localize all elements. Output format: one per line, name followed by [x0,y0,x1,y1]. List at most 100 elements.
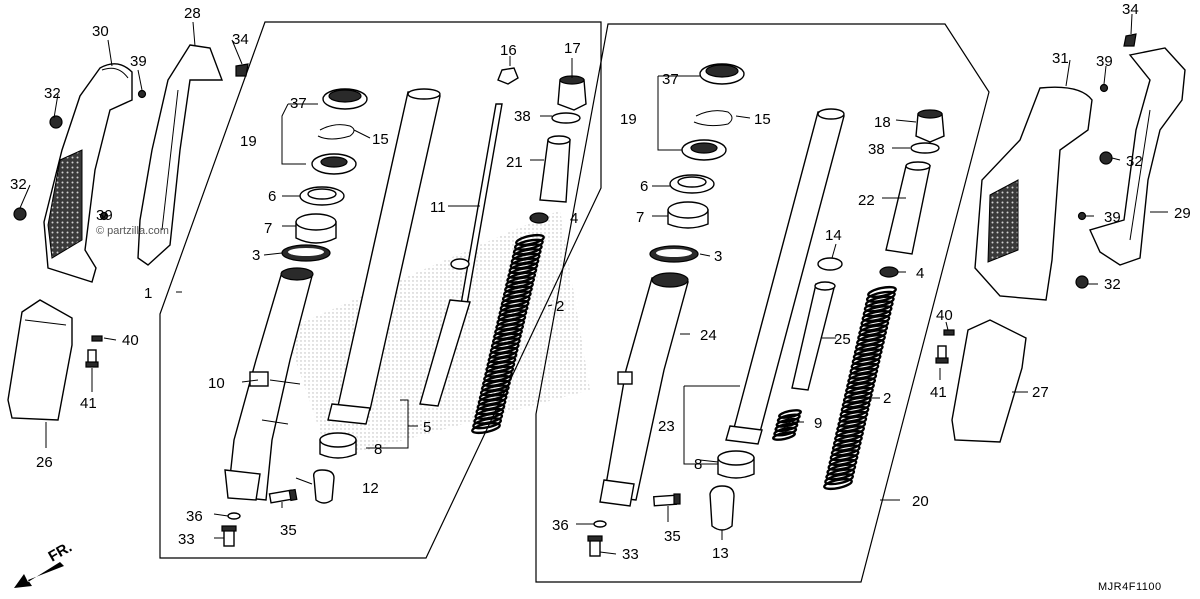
callout-39: 39 [96,207,113,224]
callout-12: 12 [362,480,379,497]
spring-coil [772,431,796,441]
callout-22: 22 [858,192,875,209]
part-18 [915,109,945,143]
part-38-right [910,142,940,154]
clip-34-right [1123,33,1137,47]
spring-9 [772,409,802,441]
callout-24: 24 [700,327,717,344]
callout-6: 6 [640,178,648,195]
callout-39: 39 [1104,209,1121,226]
callout-labels: 1 2 2 3 3 4 4 5 6 6 7 7 8 8 9 10 11 12 1… [10,1,1191,563]
callout-27: 27 [1032,384,1049,401]
callout-40: 40 [122,332,139,349]
spring-coil [776,413,801,424]
callout-15: 15 [754,111,771,128]
fork-guard-27 [951,319,1027,443]
callout-21: 21 [506,154,523,171]
callout-13: 13 [712,545,729,562]
fork-slider-left [224,267,314,501]
fork-cover-30 [43,63,133,283]
part-4-right [879,266,899,278]
part-19-seal-left [311,153,357,175]
callout-32: 32 [10,176,27,193]
spring-2-right [823,285,897,491]
callout-19: 19 [620,111,637,128]
callout-6: 6 [268,188,276,205]
front-marker: FR. [46,539,75,566]
part-14 [817,257,843,271]
part-17 [557,75,587,111]
callout-2: 2 [883,390,891,407]
fork-cover-28 [137,44,224,266]
callout-10: 10 [208,375,225,392]
callout-35: 35 [664,528,681,545]
callout-36: 36 [186,508,203,525]
screw-39-c [1099,83,1109,93]
callout-39: 39 [1096,53,1113,70]
damper-rod-25 [791,281,836,391]
callout-23: 23 [658,418,675,435]
callout-37: 37 [290,95,307,112]
callout-33: 33 [622,546,639,563]
part-3-left [281,244,331,262]
part-6-left [299,186,345,206]
callout-29: 29 [1174,205,1191,222]
screw-39-a [137,89,147,99]
part-12-left [312,469,335,504]
clip-34-left [235,63,249,77]
spring-coil [823,477,853,491]
screw-41-left [85,349,99,368]
part-21 [539,135,571,203]
callout-11: 11 [430,199,446,216]
callout-3: 3 [252,247,260,264]
callout-14: 14 [825,227,842,244]
callout-3: 3 [714,248,722,265]
spring-coil [773,426,798,437]
bolt-32-d [1075,275,1089,289]
part-19-seal-right [681,139,727,161]
bolt-32-a [49,115,63,129]
spring-coil [471,421,501,435]
callout-8: 8 [694,456,702,473]
clip-40-right [943,329,955,336]
callout-4: 4 [570,210,578,227]
callout-18: 18 [874,114,891,131]
part-7-left [295,213,337,244]
shading-left [285,210,590,460]
callout-34: 34 [232,31,249,48]
part-35-left [268,488,298,504]
front-direction-arrow: FR. [14,539,75,588]
fork-tube-left [327,88,441,425]
part-35-right [653,493,681,507]
fork-slider-right [599,272,689,507]
callout-8: 8 [374,441,382,458]
clip-40-left [91,335,103,342]
part-36-left [227,512,241,520]
leader-lines [19,13,1168,555]
callout-32: 32 [1126,153,1143,170]
callout-39: 39 [130,53,147,70]
screw-39-d [1077,211,1087,221]
diagram-code: MJR4F1100 [1098,581,1162,593]
callout-28: 28 [184,5,201,22]
callout-40: 40 [936,307,953,324]
part-36-right [593,520,607,528]
part-8-right [717,450,755,479]
part-33-right [587,535,603,557]
callout-1: 1 [144,285,152,302]
screw-41-right [935,345,949,364]
spring-2-left [471,233,545,435]
callout-15: 15 [372,131,389,148]
bolt-32-b [13,207,27,221]
callout-32: 32 [1104,276,1121,293]
callout-19: 19 [240,133,257,150]
callout-5: 5 [423,419,431,436]
callout-4: 4 [916,265,924,282]
part-37-right [699,63,745,85]
callout-7: 7 [264,220,272,237]
callout-32: 32 [44,85,61,102]
part-6-right [669,174,715,194]
part-7-right [667,201,709,229]
spring-coil [472,417,503,430]
part-13 [709,485,735,531]
